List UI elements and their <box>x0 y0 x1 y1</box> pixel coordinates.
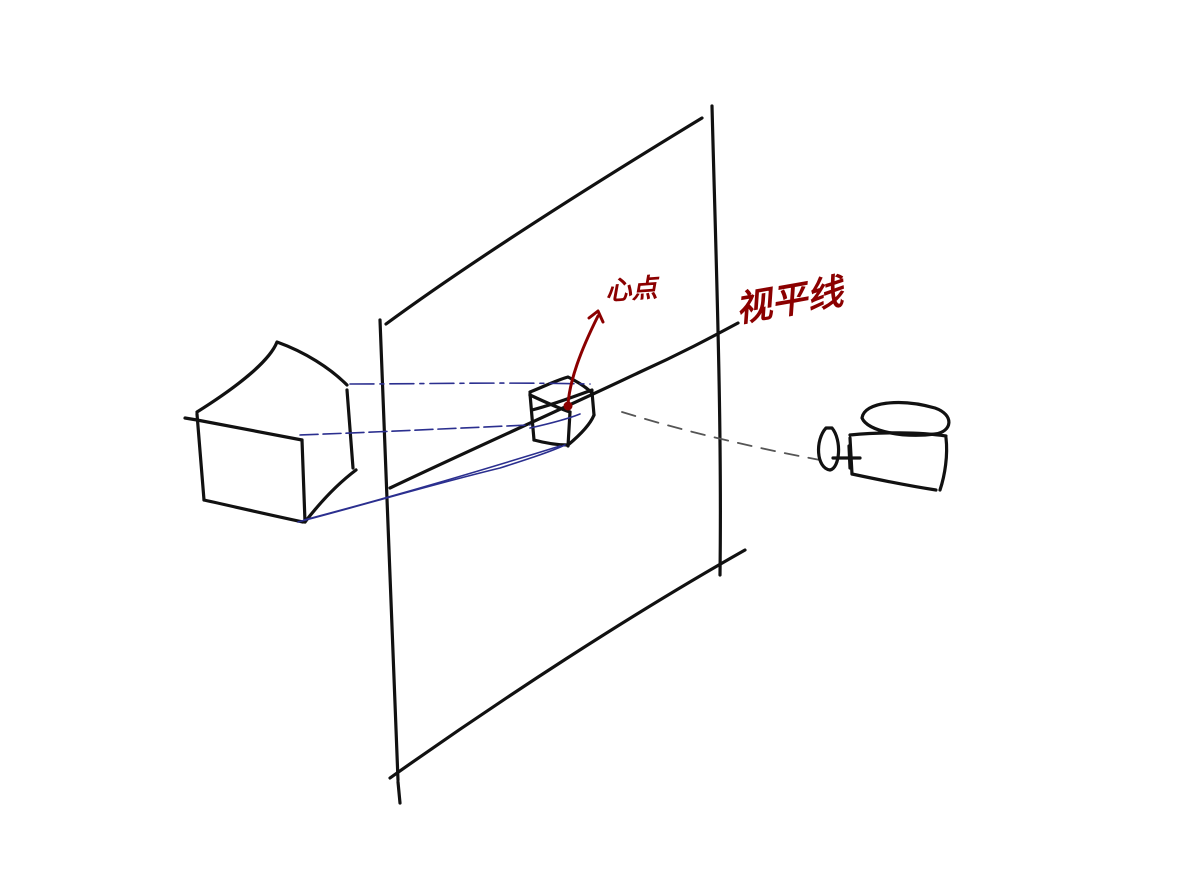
horizon-line <box>388 321 740 490</box>
eye-icon <box>817 400 951 492</box>
object-box <box>183 340 358 524</box>
picture-plane <box>378 104 747 805</box>
horizon-line-label: 视平线 <box>732 270 850 331</box>
projection-lines <box>297 382 591 523</box>
sight-line <box>621 411 821 461</box>
projected-box <box>528 375 596 448</box>
vanishing-point-marker <box>563 309 605 411</box>
vanishing-point-label: 心点 <box>604 273 662 307</box>
